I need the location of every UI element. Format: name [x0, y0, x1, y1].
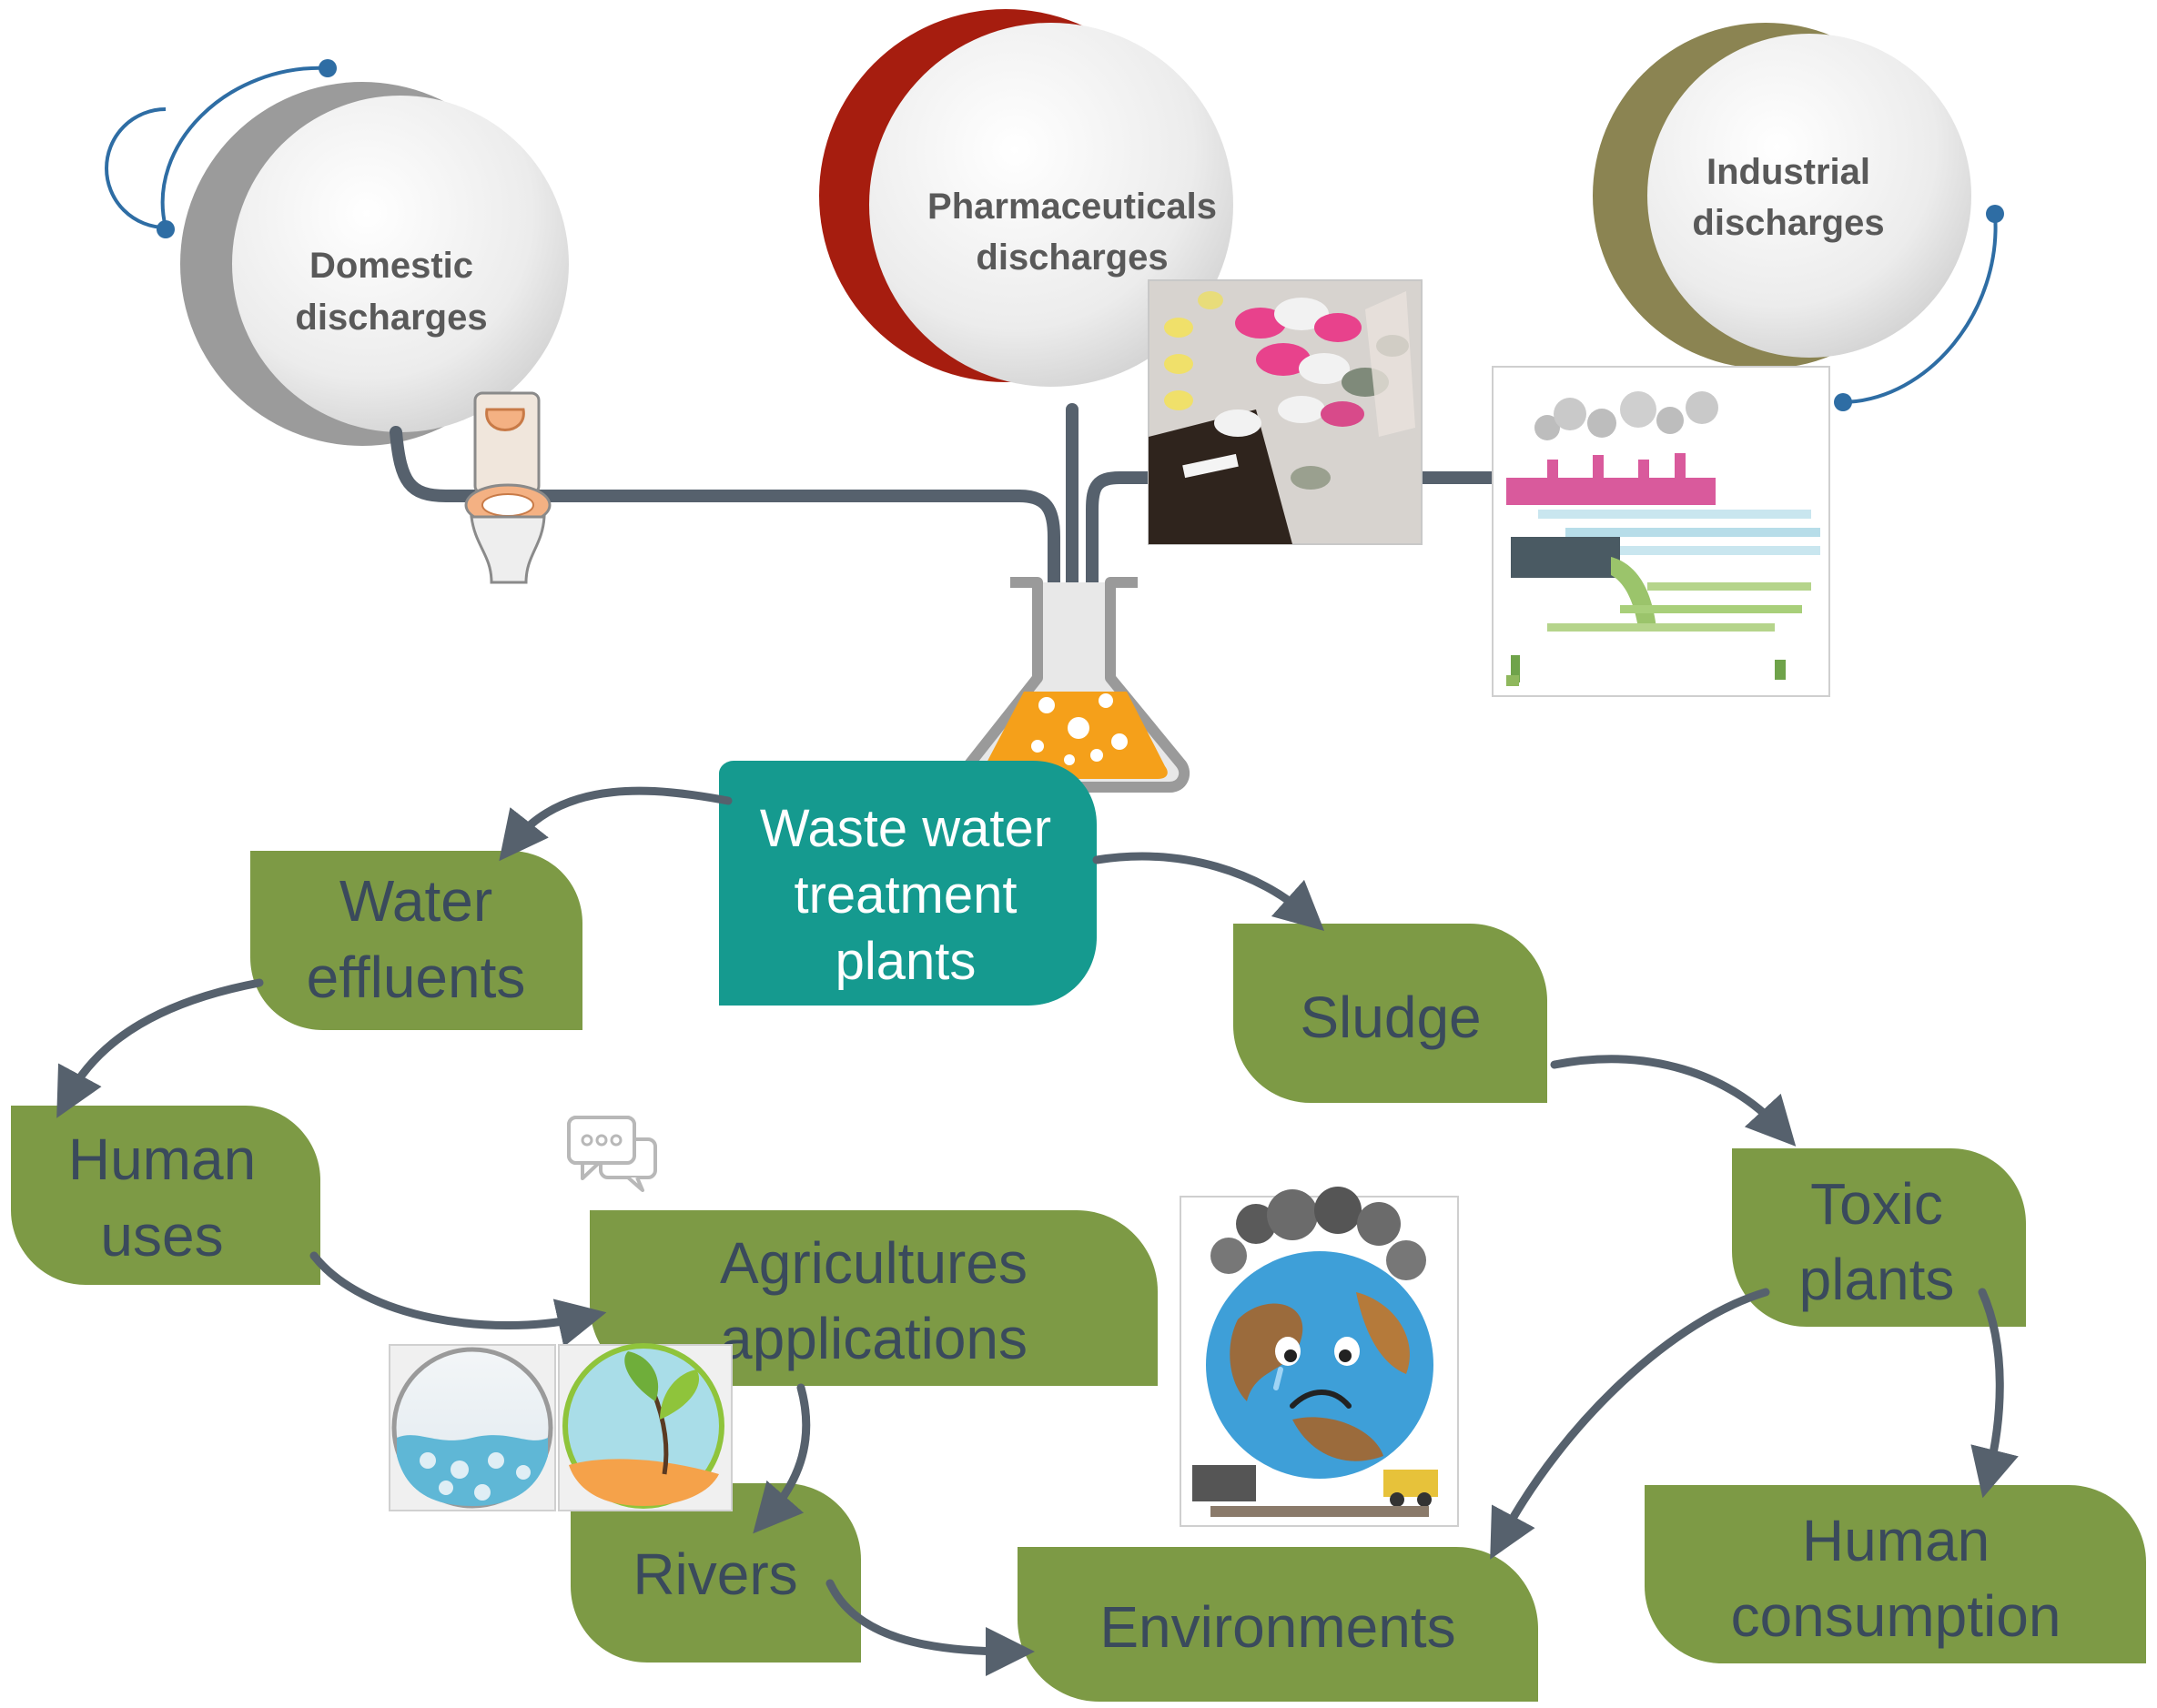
sludge-label: Sludge [1300, 985, 1481, 1050]
curved-accent-line [1842, 213, 1998, 404]
human-consumption-label-2: consumption [1731, 1583, 2061, 1649]
arrow-sludge-to-toxic-plants [1550, 1055, 1797, 1147]
arrow-toxic-plants-to-human-consumption [1970, 1288, 2019, 1499]
industrial-disc-face [1647, 34, 1971, 358]
node-agricultures-applications: Agricultures applications [590, 1210, 1158, 1386]
toxic-plants-label-1: Toxic [1810, 1171, 1943, 1237]
pharmaceuticals-discharges-disc: Pharmaceuticals discharges [819, 9, 1233, 387]
accent-dot [1834, 393, 1852, 411]
pharma-label-1: Pharmaceuticals [927, 187, 1217, 227]
wwtp-box: Waste water treatment plants [719, 761, 1097, 1006]
arrow-agricultures-to-rivers [753, 1383, 811, 1534]
toxic-plants-label-2: plants [1799, 1247, 1955, 1312]
arrow-wwtp-to-water-effluents [499, 786, 733, 862]
node-toxic-plants: Toxic plants [1732, 1148, 2026, 1327]
pharma-label-2: discharges [976, 238, 1168, 278]
node-sludge: Sludge [1233, 924, 1547, 1103]
pharma-disc-face [869, 23, 1233, 387]
arrow-toxic-plants-to-environments [1490, 1288, 1770, 1560]
wwtp-label-3: plants [835, 932, 977, 991]
environments-label: Environments [1099, 1594, 1455, 1660]
domestic-disc-face [232, 96, 569, 432]
industrial-discharges-disc: Industrial discharges [1593, 23, 2004, 411]
accent-dot [157, 220, 175, 238]
domestic-label-2: discharges [295, 298, 487, 338]
industrial-label-2: discharges [1692, 203, 1884, 243]
chat-bubbles-icon [567, 1116, 657, 1192]
water-effluents-label-2: effluents [307, 945, 526, 1010]
node-environments: Environments [1018, 1547, 1538, 1702]
arrow-water-effluents-to-human-uses [56, 978, 264, 1118]
node-water-effluents: Water effluents [250, 851, 582, 1030]
curved-accent-line [160, 66, 329, 228]
sprout-circle-icon [558, 1343, 733, 1511]
arrow-wwtp-to-sludge [1092, 852, 1325, 932]
arrow-human-uses-to-agricultures [309, 1251, 607, 1348]
node-human-consumption: Human consumption [1645, 1485, 2146, 1663]
agricultures-label-1: Agricultures [720, 1230, 1028, 1296]
domestic-label-1: Domestic [309, 246, 473, 286]
water-circle-icon [389, 1344, 556, 1511]
wwtp-label-1: Waste water [760, 799, 1051, 858]
node-human-uses: Human uses [11, 1106, 320, 1285]
arrow-rivers-to-environments [825, 1579, 1035, 1676]
flow-arrows [56, 786, 2019, 1676]
toilet-icon [464, 391, 552, 584]
curved-accent-line [105, 107, 167, 229]
human-uses-label-1: Human [68, 1127, 256, 1192]
human-uses-label-2: uses [100, 1203, 223, 1268]
accent-dot [1986, 205, 2004, 223]
domestic-discharges-disc: Domestic discharges [105, 59, 569, 446]
domestic-pipe [390, 426, 1060, 666]
flask-icon [962, 577, 1190, 793]
industrial-label-1: Industrial [1706, 152, 1870, 192]
water-effluents-label-1: Water [339, 868, 492, 934]
pills-photo [1148, 279, 1423, 545]
agricultures-label-2: applications [720, 1306, 1028, 1371]
human-consumption-label-1: Human [1802, 1508, 1990, 1573]
rivers-label: Rivers [633, 1541, 797, 1607]
wwtp-label-2: treatment [795, 865, 1018, 925]
industrial-pollution-illustration [1492, 366, 1830, 697]
polluted-earth-illustration [1180, 1187, 1459, 1527]
